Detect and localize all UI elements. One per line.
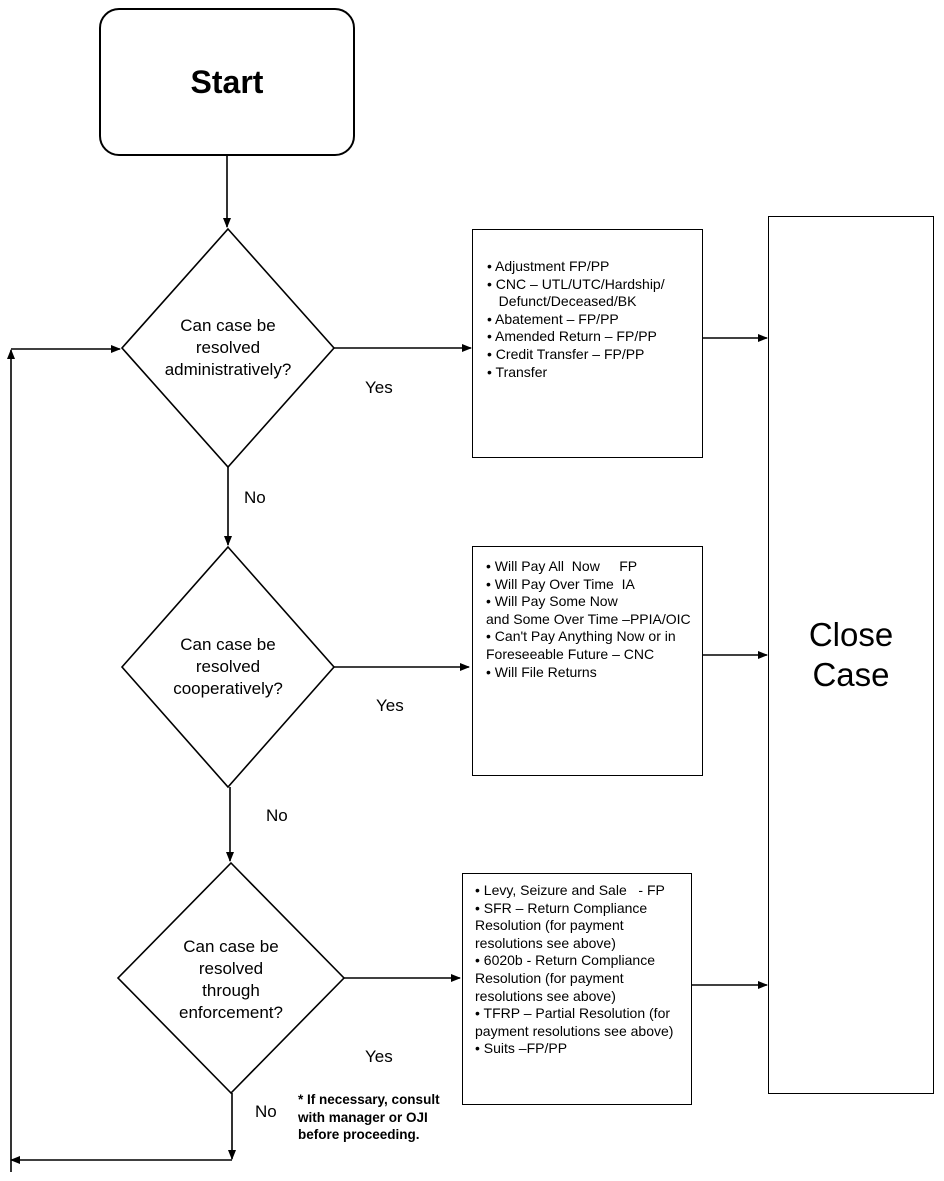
start-label: Start [190,63,264,100]
close-case-line: Case [812,656,890,693]
outcome-item: • TFRP – Partial Resolution (for [475,1005,671,1022]
outcome-box-enforcement: • Levy, Seizure and Sale - FP • SFR – Re… [462,873,692,1105]
outcome-item: • Levy, Seizure and Sale - FP [475,882,665,898]
outcome-item: • Abatement – FP/PP [487,310,619,327]
edge-label-no-coop: No [266,806,288,825]
decision-text-line: Can case be [183,937,279,956]
outcome-list-administrative: • Adjustment FP/PP • CNC – UTL/UTC/Hards… [487,258,665,381]
outcome-list-cooperative: • Will Pay All Now FP • Will Pay Over Ti… [486,558,691,681]
decision-text-line: Can case be [180,316,276,335]
outcome-box-cooperative: • Will Pay All Now FP • Will Pay Over Ti… [472,546,703,776]
decision-diamond-enforcement [116,861,346,1095]
outcome-item: resolutions see above) [475,987,616,1004]
outcome-list-enforcement: • Levy, Seizure and Sale - FP • SFR – Re… [475,882,673,1058]
outcome-item: • SFR – Return Compliance [475,899,648,916]
consult-note: * If necessary, consult with manager or … [298,1091,478,1144]
outcome-item: • Credit Transfer – FP/PP [487,345,645,362]
outcome-item: Resolution (for payment [475,917,624,934]
decision-diamond-cooperative [120,545,336,789]
outcome-item: • Will File Returns [486,663,597,680]
close-case-node: Close Case [768,216,934,1094]
outcome-item: • Amended Return – FP/PP [487,328,657,345]
outcome-item: and Some Over Time –PPIA/OIC [486,610,691,627]
outcome-item: • Will Pay Over Time IA [486,575,635,592]
edge-label-yes-coop: Yes [376,696,404,715]
outcome-item: resolutions see above) [475,934,616,951]
note-line: before proceeding. [298,1127,420,1142]
edge-label-no-enforce: No [255,1102,277,1121]
decision-text-line: resolved [198,959,264,978]
outcome-item: • Will Pay Some Now [486,593,618,610]
decision-text-line: cooperatively? [173,679,283,698]
decision-label-enforcement: Can case be resolved through enforcement… [140,935,322,1025]
decision-label-cooperative: Can case be resolved cooperatively? [140,624,316,710]
decision-text-line: through [202,981,260,1000]
decision-label-administrative: Can case be resolved administratively? [140,305,316,391]
decision-text-line: administratively? [164,360,292,379]
outcome-item: • Transfer [487,363,548,380]
edge-label-no-admin: No [244,488,266,507]
outcome-item: payment resolutions see above) [475,1022,674,1039]
outcome-item: • Adjustment FP/PP [487,258,610,274]
edge-label-yes-enforce: Yes [365,1047,393,1066]
start-node: Start [99,8,355,156]
close-case-line: Close [808,616,894,653]
outcome-item: • 6020b - Return Compliance [475,952,655,969]
edge-label-yes-admin: Yes [365,378,393,397]
outcome-item: Defunct/Deceased/BK [487,293,637,310]
outcome-item: Foreseeable Future – CNC [486,645,655,662]
note-line: with manager or OJI [298,1109,428,1125]
decision-text-line: Can case be [180,635,276,654]
outcome-item: Resolution (for payment [475,969,624,986]
outcome-box-administrative: • Adjustment FP/PP • CNC – UTL/UTC/Hards… [472,229,703,458]
outcome-item: • Suits –FP/PP [475,1040,568,1057]
note-line: * If necessary, consult [298,1092,440,1107]
decision-text-line: enforcement? [179,1003,283,1022]
outcome-item: • CNC – UTL/UTC/Hardship/ [487,275,665,292]
outcome-item: • Will Pay All Now FP [486,558,638,574]
decision-text-line: resolved [195,657,261,676]
outcome-item: • Can't Pay Anything Now or in [486,628,676,645]
decision-text-line: resolved [195,338,261,357]
